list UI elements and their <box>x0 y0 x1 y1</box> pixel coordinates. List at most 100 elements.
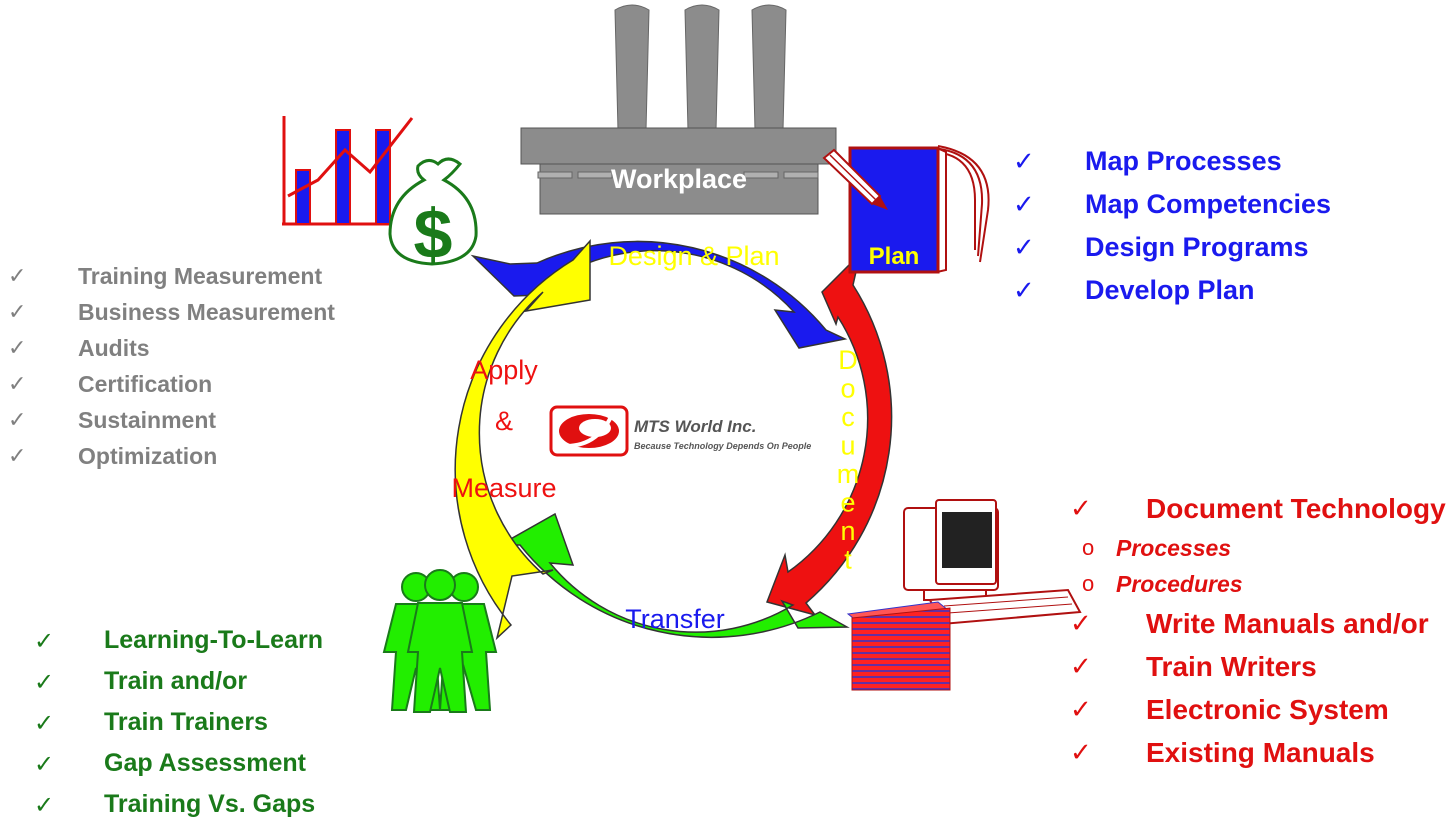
list-item: ✓ Certification <box>8 366 335 402</box>
list-item: ✓ Design Programs <box>1013 226 1331 269</box>
check-icon: ✓ <box>8 371 27 397</box>
check-icon: ✓ <box>1070 493 1092 524</box>
list-item: ✓ Training Measurement <box>8 258 335 294</box>
check-icon: ✓ <box>1013 146 1035 177</box>
list-subitem-label: Procedures <box>1116 570 1243 597</box>
check-icon: ✓ <box>8 299 27 325</box>
list-item: ✓ Existing Manuals <box>1070 731 1446 774</box>
transfer-task-list: ✓ Learning-To-Learn ✓ Train and/or ✓ Train Tr… <box>34 620 323 825</box>
list-item: ✓ Train Trainers <box>34 702 323 743</box>
check-icon: ✓ <box>8 407 27 433</box>
list-item: ✓ Electronic System <box>1070 688 1446 731</box>
check-icon: ✓ <box>1070 737 1092 768</box>
label-transfer: Transfer <box>625 604 725 634</box>
paper-stack-icon <box>846 601 951 691</box>
check-icon: ✓ <box>1070 694 1092 725</box>
list-item: ✓ Train and/or <box>34 661 323 702</box>
bar-chart-icon <box>282 116 414 226</box>
list-subitem: o Procedures <box>1070 566 1446 602</box>
check-icon: ✓ <box>1070 608 1092 639</box>
document-letter: e <box>840 488 855 518</box>
logo-icon <box>549 405 629 457</box>
logo-tagline: Because Technology Depends On People <box>634 441 811 451</box>
list-item: ✓ Training Vs. Gaps <box>34 784 323 825</box>
list-item-label: Existing Manuals <box>1146 736 1375 768</box>
document-task-list: ✓ Document Technology o Processes o Proc… <box>1070 487 1446 774</box>
list-item-label: Training Measurement <box>78 262 323 289</box>
money-bag-icon <box>388 157 478 266</box>
list-item: ✓ Train Writers <box>1070 645 1446 688</box>
apply-measure-line: & <box>495 406 513 436</box>
list-subitem: o Processes <box>1070 530 1446 566</box>
list-item: ✓ Audits <box>8 330 335 366</box>
factory-icon <box>520 4 837 215</box>
list-item-label: Audits <box>78 334 150 361</box>
computer-icon <box>903 499 1082 626</box>
list-item-label: Sustainment <box>78 406 217 433</box>
document-letter: c <box>841 402 855 432</box>
list-item-label: Certification <box>78 370 213 397</box>
cycle-arrow-apply-measure <box>454 239 591 641</box>
check-icon: ✓ <box>8 263 27 289</box>
document-letter: t <box>844 545 852 575</box>
list-item-label: Train Trainers <box>104 708 268 736</box>
pencil-icon <box>822 148 888 210</box>
list-item-label: Training Vs. Gaps <box>104 790 316 818</box>
label-document: Document <box>837 345 860 575</box>
cycle-arrow-transfer <box>497 512 850 639</box>
check-icon: ✓ <box>1070 651 1092 682</box>
list-item: ✓ Document Technology <box>1070 487 1446 530</box>
list-item-label: Train and/or <box>104 667 248 695</box>
list-item-label: Business Measurement <box>78 298 335 325</box>
circle-bullet-icon: o <box>1082 571 1095 596</box>
list-item-label: Document Technology <box>1146 492 1446 524</box>
plan-book-label: Plan <box>869 243 920 270</box>
list-item-label: Train Writers <box>1146 650 1317 682</box>
check-icon: ✓ <box>8 443 27 469</box>
list-item-label: Develop Plan <box>1085 275 1255 305</box>
check-icon: ✓ <box>34 790 55 819</box>
plan-task-list: ✓ Map Processes ✓ Map Competencies ✓ Design P… <box>1013 140 1331 312</box>
list-item-label: Design Programs <box>1085 232 1309 262</box>
cycle-arrow-document <box>766 251 893 617</box>
check-icon: ✓ <box>34 749 55 778</box>
notebook-icon <box>848 145 990 274</box>
label-design-plan: Design & Plan <box>608 241 779 271</box>
apply-measure-line: Apply <box>470 355 538 385</box>
logo-company: MTS World Inc. <box>634 417 756 436</box>
document-letter: m <box>837 459 860 489</box>
check-icon: ✓ <box>1013 275 1035 306</box>
list-item: ✓Gap Assessment <box>34 743 323 784</box>
list-item: ✓ Write Manuals and/or <box>1070 602 1446 645</box>
check-icon: ✓ <box>34 626 55 655</box>
document-letter: o <box>840 374 855 404</box>
check-icon: ✓ <box>34 708 55 737</box>
people-group-icon <box>382 569 498 713</box>
list-item: ✓ Map Processes <box>1013 140 1331 183</box>
list-item: ✓ Sustainment <box>8 402 335 438</box>
workplace-label: Workplace <box>611 164 747 194</box>
list-subitem-label: Processes <box>1116 534 1232 561</box>
list-item-label: Map Competencies <box>1085 189 1332 219</box>
document-letter: u <box>840 431 855 461</box>
check-icon: ✓ <box>34 667 55 696</box>
list-item-label: Optimization <box>78 442 218 469</box>
list-item: ✓ Optimization <box>8 438 335 474</box>
list-item: ✓ Map Competencies <box>1013 183 1331 226</box>
list-item-label: Write Manuals and/or <box>1146 607 1429 639</box>
check-icon: ✓ <box>1013 232 1035 263</box>
document-letter: n <box>840 516 855 546</box>
measure-task-list: ✓ Training Measurement ✓ Business Measureme… <box>8 258 335 474</box>
document-letter: D <box>838 345 858 375</box>
list-item-label: Electronic System <box>1146 693 1389 725</box>
list-item: ✓ Learning-To-Learn <box>34 620 323 661</box>
circle-bullet-icon: o <box>1082 535 1095 560</box>
check-icon: ✓ <box>1013 189 1035 220</box>
check-icon: ✓ <box>8 335 27 361</box>
money-bag-symbol: $ <box>414 195 453 273</box>
list-item-label: Learning-To-Learn <box>104 626 323 654</box>
list-item-label: Map Processes <box>1085 146 1282 176</box>
list-item: ✓ Develop Plan <box>1013 269 1331 312</box>
label-apply-measure: Apply&Measure <box>451 355 556 503</box>
